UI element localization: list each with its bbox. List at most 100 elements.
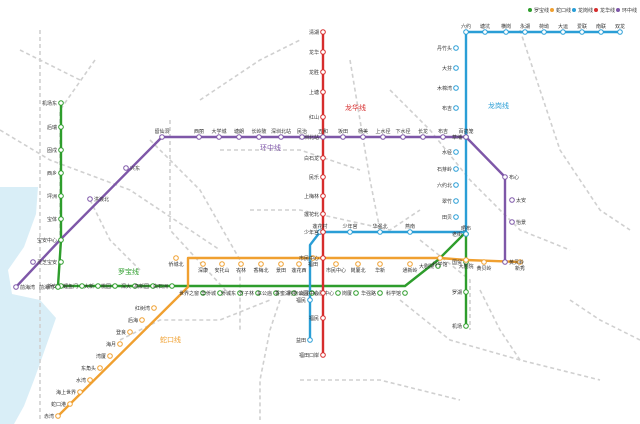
- station-shekou-10[interactable]: 侨城北: [168, 255, 184, 268]
- station-luobao-30[interactable]: 罗湖: [452, 289, 469, 296]
- station-marker[interactable]: [320, 193, 326, 199]
- station-shekou-3[interactable]: 水湾: [76, 377, 93, 384]
- station-longgang-16[interactable]: 六约北: [437, 182, 459, 189]
- station-marker[interactable]: [112, 283, 118, 289]
- station-marker[interactable]: [310, 255, 316, 261]
- station-marker[interactable]: [169, 283, 175, 289]
- station-luobao-6[interactable]: 宝安中心: [37, 237, 64, 244]
- station-marker[interactable]: [453, 198, 459, 204]
- station-marker[interactable]: [58, 193, 64, 199]
- station-huanzhong-14[interactable]: 上水径: [375, 128, 391, 140]
- station-shekou-11[interactable]: 深康: [198, 261, 208, 274]
- station-shekou-22[interactable]: 科学馆: [432, 255, 448, 268]
- station-longgang-15[interactable]: 石芽岭: [437, 166, 459, 173]
- station-shekou-8[interactable]: 后海: [128, 317, 145, 324]
- station-marker[interactable]: [258, 261, 264, 267]
- station-shekou-23[interactable]: 大剧院: [458, 257, 474, 270]
- station-marker[interactable]: [482, 29, 488, 35]
- station-marker[interactable]: [320, 211, 326, 217]
- station-luobao-21[interactable]: 香蜜湖: [275, 290, 297, 297]
- station-marker[interactable]: [340, 134, 346, 140]
- station-longgang-3[interactable]: 大运: [558, 23, 568, 35]
- station-shekou-20[interactable]: 华新: [375, 261, 385, 274]
- station-huanzhong-21[interactable]: 怡景: [509, 219, 526, 226]
- station-longhua-14[interactable]: 福田口岸: [299, 352, 326, 359]
- station-shekou-12[interactable]: 安托山: [214, 261, 230, 274]
- station-marker[interactable]: [55, 413, 61, 419]
- station-marker[interactable]: [407, 261, 413, 267]
- station-marker[interactable]: [296, 261, 302, 267]
- station-longhua-7[interactable]: 民乐: [309, 174, 326, 181]
- station-marker[interactable]: [30, 259, 36, 265]
- station-marker[interactable]: [107, 353, 113, 359]
- station-longgang-8[interactable]: 六约: [461, 23, 471, 35]
- station-huanzhong-0[interactable]: 前海湾: [13, 284, 35, 291]
- station-marker[interactable]: [159, 134, 165, 140]
- station-marker[interactable]: [420, 134, 426, 140]
- station-marker[interactable]: [13, 284, 19, 290]
- station-shekou-19[interactable]: 岗厦北: [350, 261, 366, 274]
- station-marker[interactable]: [453, 65, 459, 71]
- station-marker[interactable]: [236, 134, 242, 140]
- station-luobao-7[interactable]: 宝安: [47, 259, 64, 266]
- station-huanzhong-18[interactable]: 百鸽笼: [458, 128, 474, 140]
- station-luobao-1[interactable]: 后瑞: [47, 124, 64, 131]
- station-huanzhong-17[interactable]: 布吉: [438, 128, 448, 140]
- station-luobao-19[interactable]: 竹子林: [239, 290, 261, 297]
- station-marker[interactable]: [117, 341, 123, 347]
- station-marker[interactable]: [453, 45, 459, 51]
- station-longhua-12[interactable]: 会展中心: [299, 290, 326, 297]
- station-marker[interactable]: [407, 229, 413, 235]
- station-luobao-31[interactable]: 机场: [452, 323, 469, 330]
- station-longgang-24[interactable]: 福民: [296, 297, 313, 304]
- station-marker[interactable]: [95, 283, 101, 289]
- station-marker[interactable]: [150, 283, 156, 289]
- station-shekou-21[interactable]: 通新岭: [402, 261, 418, 274]
- station-marker[interactable]: [123, 165, 129, 171]
- station-longhua-2[interactable]: 龙胜: [309, 69, 326, 76]
- station-longgang-12[interactable]: 布吉: [442, 105, 459, 112]
- station-huanzhong-5[interactable]: 西丽: [194, 129, 204, 140]
- station-marker[interactable]: [58, 147, 64, 153]
- station-marker[interactable]: [502, 174, 508, 180]
- station-marker[interactable]: [437, 255, 443, 261]
- station-shekou-14[interactable]: 香梅北: [253, 261, 269, 274]
- station-shekou-2[interactable]: 海上世界: [56, 389, 83, 396]
- station-marker[interactable]: [217, 290, 223, 296]
- station-marker[interactable]: [200, 261, 206, 267]
- station-huanzhong-1[interactable]: 灵芝: [30, 259, 47, 266]
- station-shekou-7[interactable]: 登良: [116, 329, 133, 336]
- station-marker[interactable]: [481, 259, 487, 265]
- station-longhua-4[interactable]: 红山: [309, 114, 326, 121]
- station-luobao-18[interactable]: 侨城东: [221, 290, 243, 297]
- station-marker[interactable]: [453, 214, 459, 220]
- station-marker[interactable]: [196, 134, 202, 140]
- station-marker[interactable]: [377, 261, 383, 267]
- station-marker[interactable]: [237, 290, 243, 296]
- station-shekou-0[interactable]: 赤湾: [44, 413, 61, 420]
- station-huanzhong-10[interactable]: 民治: [297, 128, 307, 140]
- station-marker[interactable]: [541, 29, 547, 35]
- station-marker[interactable]: [463, 289, 469, 295]
- station-luobao-15[interactable]: 白石洲: [153, 283, 175, 290]
- station-marker[interactable]: [320, 155, 326, 161]
- station-shekou-15[interactable]: 景田: [276, 261, 286, 274]
- station-longgang-11[interactable]: 木棉湾: [437, 85, 459, 92]
- station-marker[interactable]: [509, 219, 515, 225]
- station-shekou-9[interactable]: 红树湾: [135, 305, 157, 312]
- station-marker[interactable]: [353, 290, 359, 296]
- station-shekou-13[interactable]: 农林: [236, 261, 246, 274]
- station-marker[interactable]: [77, 389, 83, 395]
- station-marker[interactable]: [347, 229, 353, 235]
- station-marker[interactable]: [320, 69, 326, 75]
- station-shekou-1[interactable]: 蛇口港: [51, 401, 73, 408]
- station-luobao-25[interactable]: 华强路: [361, 290, 383, 297]
- station-marker[interactable]: [87, 196, 93, 202]
- station-marker[interactable]: [453, 166, 459, 172]
- station-luobao-9[interactable]: 前海湾: [39, 284, 61, 291]
- station-huanzhong-11[interactable]: 五和: [318, 128, 328, 140]
- station-luobao-0[interactable]: 机场东: [42, 100, 64, 107]
- station-longgang-5[interactable]: 永湖: [520, 23, 530, 35]
- station-huanzhong-6[interactable]: 大学城: [211, 128, 227, 140]
- station-longhua-10[interactable]: 少年宫: [304, 229, 326, 236]
